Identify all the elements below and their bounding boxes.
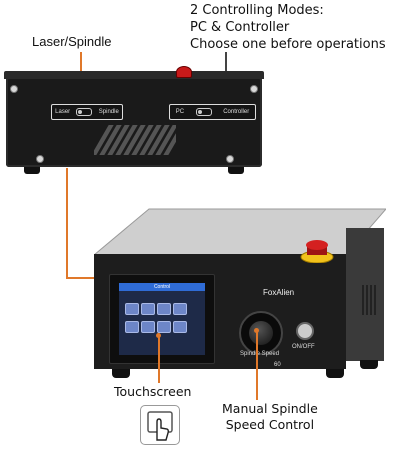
screen-title-bar: Control [119, 283, 205, 291]
connector-line-horizontal [66, 277, 96, 279]
manual-line-2: Speed Control [225, 417, 315, 432]
modes-line-3: Choose one before operations [190, 37, 386, 52]
laser-spindle-switch[interactable]: Laser Spindle [51, 104, 123, 120]
modes-callout-line [225, 52, 227, 78]
brand-logo: FoxAlien [263, 288, 295, 297]
toggle-icon [76, 108, 93, 116]
controller-box-top-view: Laser Spindle PC Controller [4, 66, 264, 174]
switch-controller-label: Controller [223, 109, 250, 115]
laser-spindle-label: Laser/Spindle [32, 34, 112, 49]
pc-controller-switch[interactable]: PC Controller [169, 104, 256, 120]
connector-line-vertical [66, 168, 68, 278]
touchscreen-display[interactable]: Control [119, 283, 205, 355]
knob-callout-line [256, 330, 258, 400]
touchscreen-callout-line [158, 335, 160, 383]
switch-pc-label: PC [175, 109, 185, 115]
controlling-modes-label: 2 Controlling Modes: PC & Controller Cho… [190, 2, 386, 53]
touchscreen-bezel: Control [109, 274, 215, 364]
power-button[interactable] [296, 322, 314, 340]
emergency-stop-small [176, 66, 192, 78]
manual-spindle-label: Manual Spindle Speed Control [222, 401, 318, 433]
power-label: ON/OFF [292, 344, 315, 350]
touch-hand-icon [140, 405, 180, 445]
laser-callout-line [80, 52, 82, 78]
modes-line-1: 2 Controlling Modes: [190, 3, 324, 18]
knob-label: Spindle Speed [240, 351, 280, 357]
vent-grille [94, 125, 176, 155]
modes-line-2: PC & Controller [190, 20, 290, 35]
spindle-speed-knob[interactable] [239, 311, 283, 355]
controller-front-panel: Control FoxAlien Spindle Speed ON/OFF 60 [94, 254, 346, 369]
emergency-stop-button[interactable] [300, 237, 334, 263]
switch-spindle-label: Spindle [98, 109, 119, 115]
toggle-icon [195, 108, 212, 116]
switch-laser-label: Laser [55, 109, 71, 115]
touchscreen-label: Touchscreen [114, 384, 192, 399]
panel-number: 60 [274, 362, 281, 368]
side-vent [362, 285, 378, 315]
manual-line-1: Manual Spindle [222, 401, 318, 416]
